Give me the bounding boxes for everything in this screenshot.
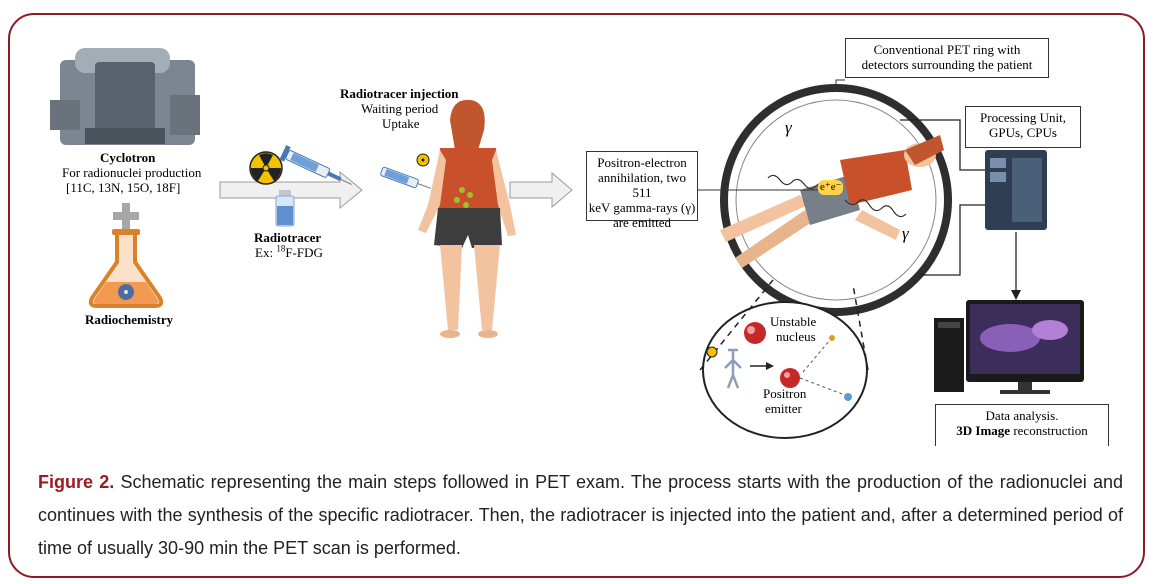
- radiation-icon: [118, 284, 134, 300]
- cyclotron-title: Cyclotron: [100, 150, 156, 165]
- injection-line2: Uptake: [382, 116, 420, 131]
- gamma-ray-2: [844, 199, 907, 218]
- flask-icon: [88, 229, 164, 308]
- patient-lying: [720, 135, 944, 268]
- gamma-label-1: γ: [785, 118, 792, 137]
- cyclotron-machine: [50, 48, 200, 145]
- inset-emitter: emitter: [765, 401, 802, 416]
- radiation-hazard-icon: [249, 151, 283, 185]
- processing-unit-box: Processing Unit, GPUs, CPUs: [965, 106, 1081, 148]
- connector-ring-bottom: [920, 204, 985, 276]
- small-radiation-icon: [416, 153, 430, 167]
- plus-icon: [113, 203, 139, 229]
- inset-positron: Positron: [763, 386, 807, 401]
- injection-title: Radiotracer injection: [340, 86, 459, 101]
- figure-caption: Figure 2. Schematic representing the mai…: [38, 466, 1123, 565]
- radiotracer-title: Radiotracer: [254, 230, 322, 245]
- monitor-icon: [934, 300, 1084, 394]
- gamma-ray-1: [767, 174, 829, 190]
- radiotracer-example: Ex: 18F-FDG: [255, 243, 323, 260]
- radiochemistry-label: Radiochemistry: [85, 312, 174, 327]
- positron-annihilation-box: Positron-electron annihilation, two 511 …: [586, 151, 698, 230]
- syringe-injection-icon: [380, 166, 431, 189]
- inset-unstable: Unstable: [770, 314, 817, 329]
- caption-head: Figure 2.: [38, 472, 115, 492]
- connector-ring-top: [900, 119, 985, 171]
- inset-nucleus: nucleus: [776, 329, 816, 344]
- process-arrow-2: [509, 171, 573, 209]
- cyclotron-line2: [11C, 13N, 15O, 18F]: [66, 180, 181, 195]
- gamma-label-2: γ: [902, 224, 909, 243]
- connector-top: [835, 79, 845, 88]
- cyclotron-line1: For radionuclei production: [62, 165, 202, 180]
- injection-line1: Waiting period: [361, 101, 439, 116]
- nucleus-inset: [699, 279, 869, 439]
- annihilation-label: e⁺e⁻: [818, 180, 844, 195]
- caption-text: Schematic representing the main steps fo…: [38, 472, 1123, 558]
- computer-tower-icon: [985, 150, 1047, 230]
- patient-figure: [418, 99, 516, 338]
- pet-ring-box: Conventional PET ring with detectors sur…: [845, 38, 1049, 78]
- tracer-particles-icon: [454, 187, 473, 208]
- data-analysis-box: Data analysis. 3D Image reconstruction: [935, 404, 1109, 446]
- syringe-icon: [279, 145, 352, 185]
- vial-icon: [275, 190, 295, 227]
